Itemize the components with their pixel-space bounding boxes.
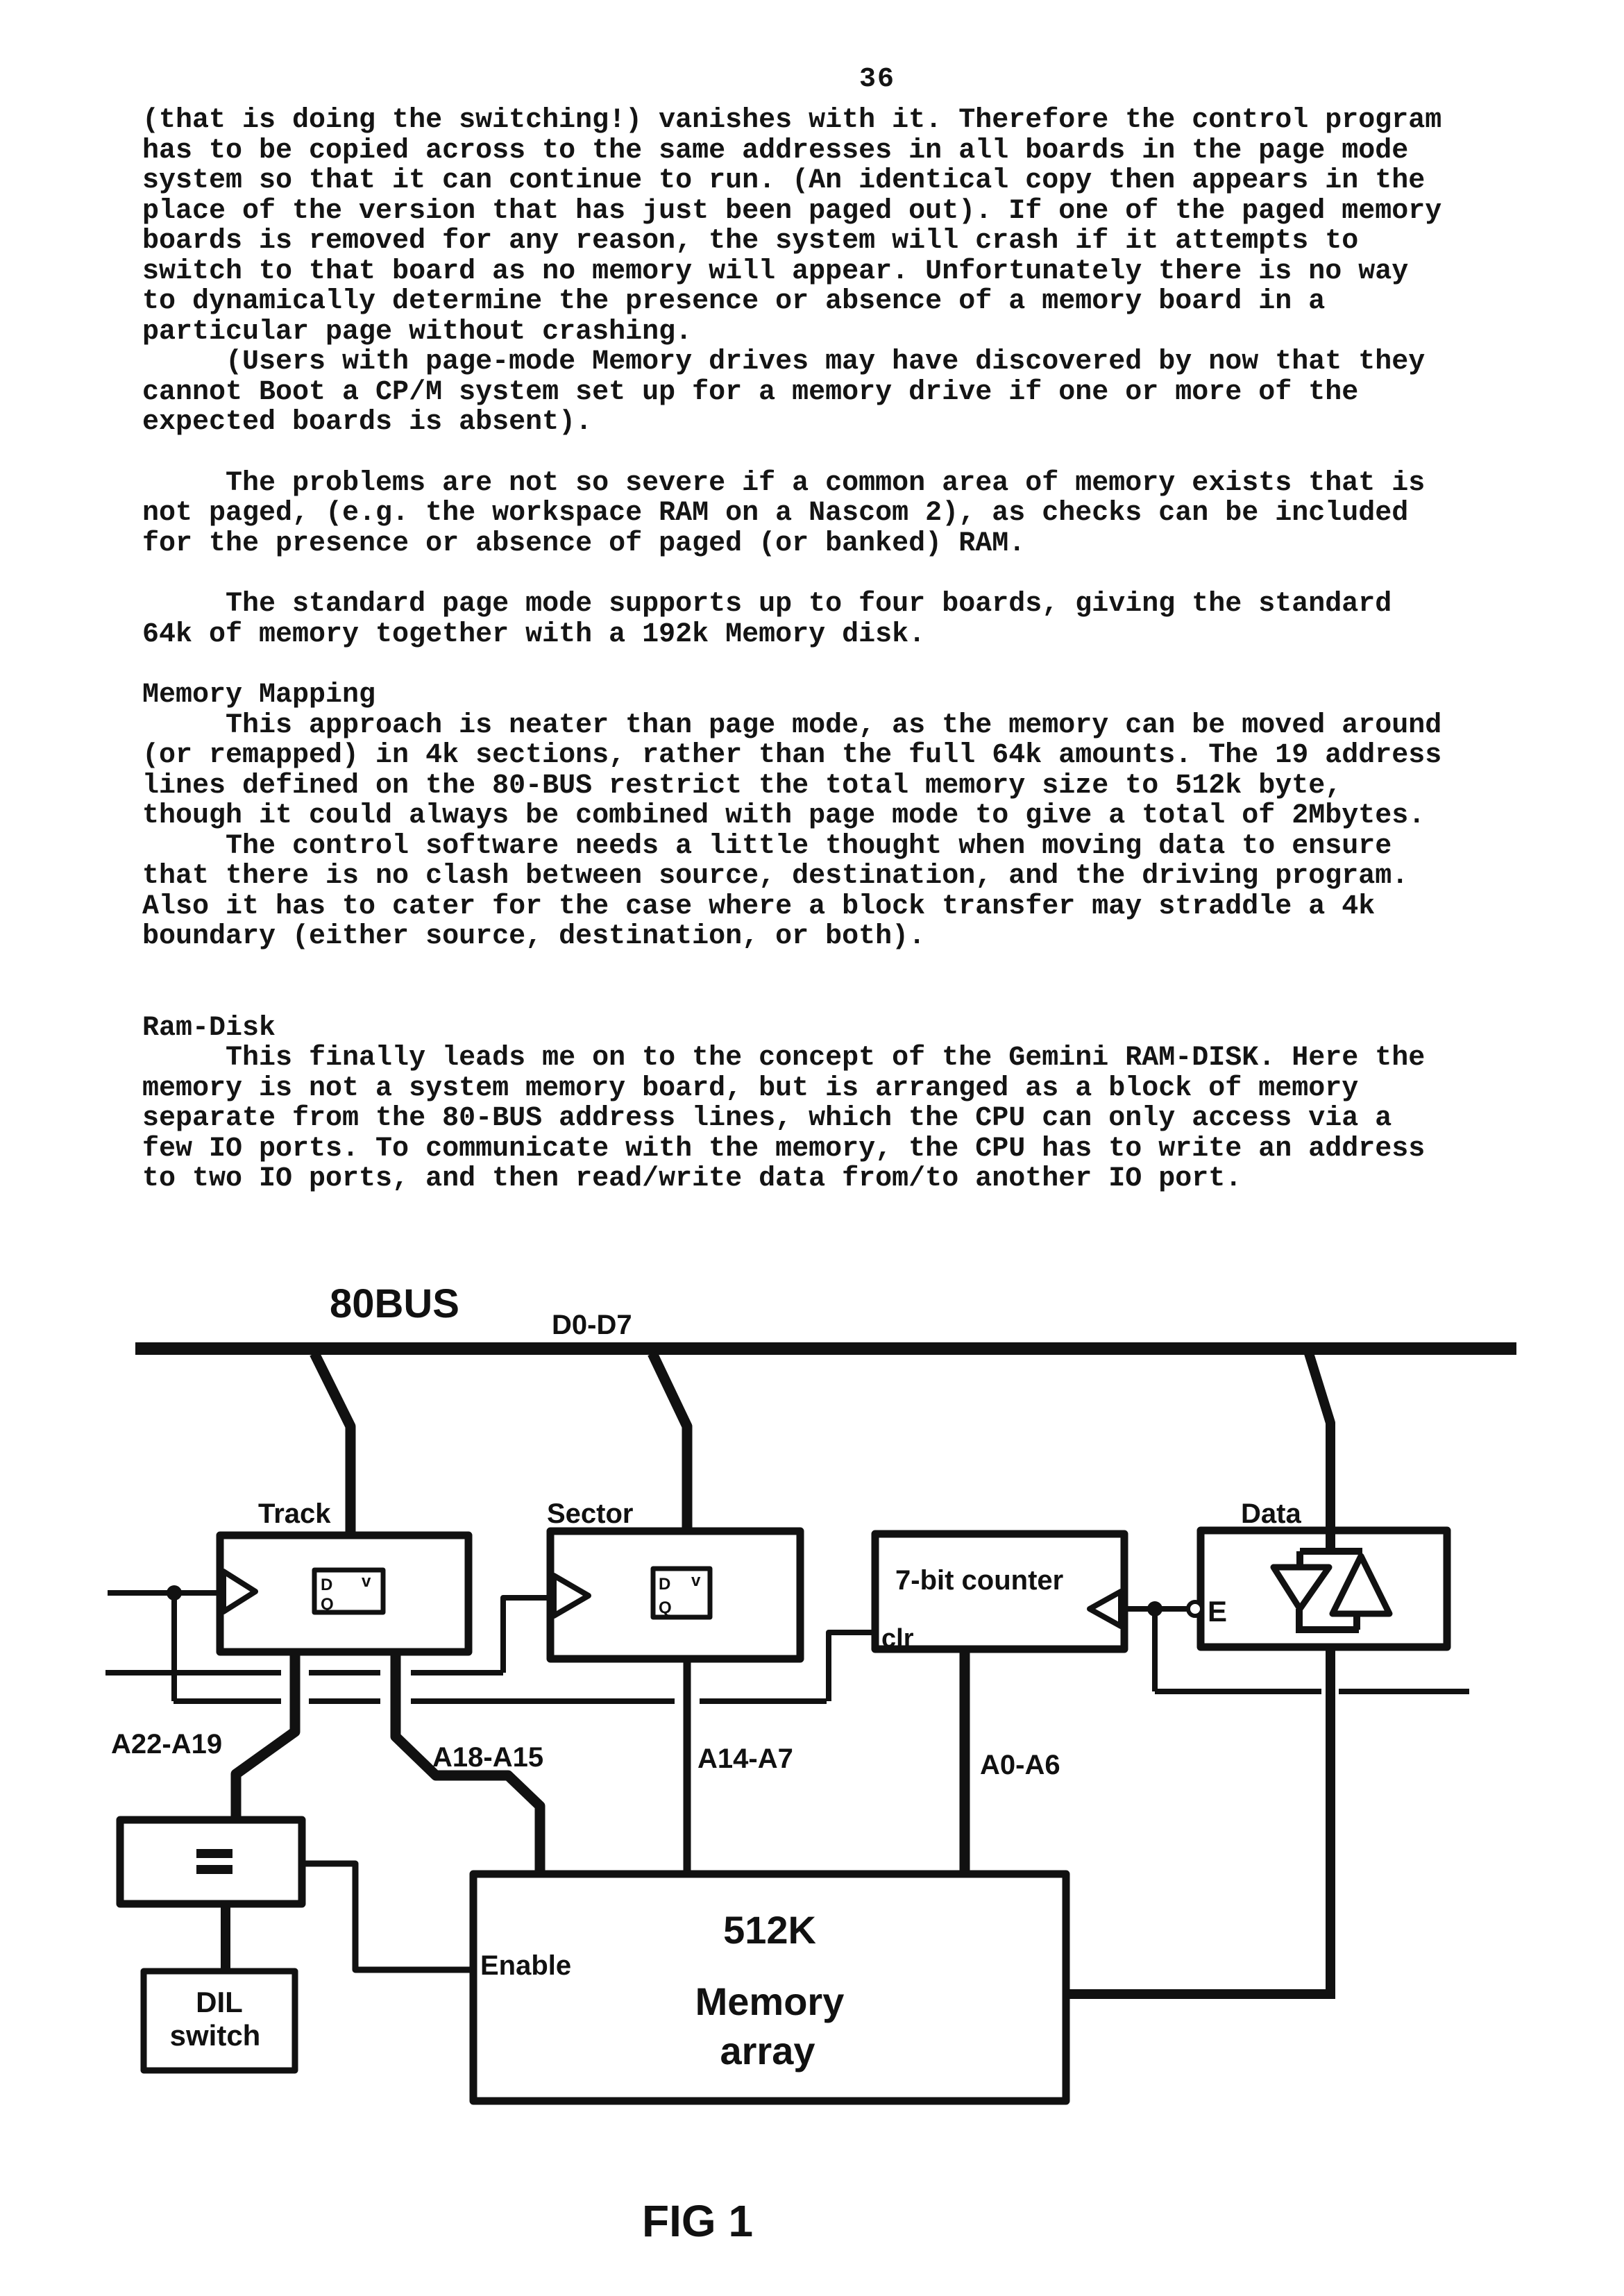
- figure-1-block-diagram: D v Q D v Q 80BUS D0-D7 Track Sector Dat…: [105, 1281, 1516, 2246]
- article-body: (that is doing the switching!) vanishes …: [142, 105, 1503, 1195]
- figure-caption: FIG 1: [642, 2196, 753, 2246]
- data-buffer-up-triangle: [1329, 1553, 1393, 1617]
- comparator-enable-line: [302, 1860, 473, 1973]
- a22-a19-label: A22-A19: [111, 1729, 222, 1759]
- sector-label: Sector: [547, 1499, 634, 1529]
- paragraph-memory-mapping: This approach is neater than page mode, …: [142, 709, 1442, 952]
- counter-box: [871, 1530, 1128, 1653]
- bus-80bus-line: [135, 1342, 1516, 1355]
- equals-bar-bottom: [196, 1865, 232, 1874]
- track-label: Track: [258, 1499, 331, 1529]
- memory-word-label: Memory: [695, 1980, 845, 2023]
- section-heading-memory-mapping: Memory Mapping: [142, 679, 376, 711]
- sector-clock-triangle: [551, 1573, 591, 1619]
- equals-bar-top: [196, 1849, 232, 1858]
- track-ff-symbol-box: [312, 1567, 386, 1615]
- paragraph-page-mode-2: (Users with page-mode Memory drives may …: [142, 346, 1426, 438]
- bus-drop-to-track: [310, 1351, 356, 1535]
- a14-a7-label: A14-A7: [697, 1744, 793, 1774]
- enable-pin-label: E: [1208, 1595, 1227, 1628]
- sector-ff-v-label: v: [691, 1571, 701, 1590]
- bus-label: 80BUS: [330, 1281, 459, 1326]
- data-label: Data: [1241, 1499, 1301, 1529]
- line-a22-a19: [230, 1652, 301, 1820]
- sector-ff-d-label: D: [659, 1575, 670, 1594]
- clr-label: clr: [881, 1624, 914, 1653]
- memory-size-label: 512K: [723, 1908, 816, 1952]
- memory-array-box: [469, 1870, 1070, 2105]
- data-buffer-down-triangle: [1270, 1564, 1333, 1612]
- data-enable-bubble: [1186, 1600, 1204, 1618]
- paragraph-page-mode-3: The problems are not so severe if a comm…: [142, 467, 1426, 559]
- a0-a6-label: A0-A6: [980, 1750, 1060, 1780]
- counter-label: 7-bit counter: [895, 1565, 1063, 1596]
- strobe-elbow-to-sector-clock: [500, 1595, 552, 1673]
- sector-ff-symbol-box: [650, 1566, 713, 1620]
- dil-label: DIL: [196, 1986, 243, 2018]
- section-heading-ram-disk: Ram-Disk: [142, 1012, 276, 1044]
- counter-clock-triangle: [1087, 1589, 1124, 1629]
- bus-drop-to-sector: [648, 1351, 693, 1531]
- track-ff-v-label: v: [362, 1572, 371, 1591]
- comparator-box: [116, 1816, 306, 1908]
- track-ff-q-label: Q: [321, 1595, 334, 1614]
- bus-drop-to-data: [1304, 1351, 1335, 1535]
- sector-ff-q-label: Q: [659, 1598, 672, 1617]
- a18-a15-label: A18-A15: [432, 1742, 543, 1773]
- line-a18-a15: [390, 1652, 545, 1874]
- track-ff-d-label: D: [321, 1576, 332, 1594]
- paragraph-ram-disk: This finally leads me on to the concept …: [142, 1043, 1426, 1195]
- paragraph-page-mode-4: The standard page mode supports up to fo…: [142, 589, 1392, 650]
- switch-label: switch: [170, 2019, 261, 2052]
- page-number: 36: [859, 64, 896, 95]
- clr-elbow-to-counter: [826, 1630, 875, 1701]
- track-clock-triangle: [221, 1569, 258, 1614]
- dil-switch-box: [140, 1968, 298, 2074]
- enable-label: Enable: [480, 1950, 571, 1981]
- data-bus-label: D0-D7: [552, 1310, 632, 1340]
- paragraph-page-mode-1: (that is doing the switching!) vanishes …: [142, 105, 1442, 348]
- memory-array-label: array: [720, 2029, 815, 2073]
